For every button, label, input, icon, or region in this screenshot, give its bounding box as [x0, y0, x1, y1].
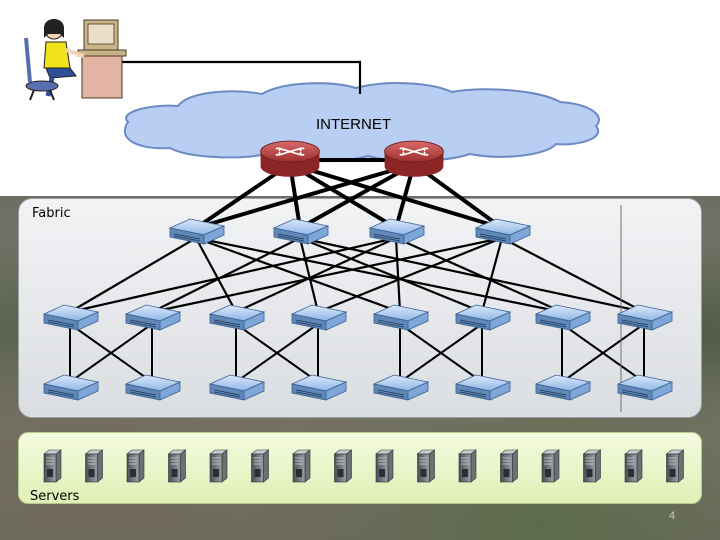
- spine-aggregation-link: [394, 236, 402, 314]
- server-tower-icon: [375, 449, 394, 483]
- servers-label: Servers: [30, 489, 80, 504]
- spine-aggregation-link: [298, 236, 320, 314]
- edge-switch-icon: [125, 374, 181, 401]
- edge-switch-icon: [291, 374, 347, 401]
- router-spine-link: [298, 162, 416, 230]
- spine-aggregation-link: [500, 236, 646, 314]
- router-spine-link: [194, 162, 416, 230]
- aggregation-switch-icon: [455, 304, 511, 331]
- page-number: 4: [669, 510, 676, 522]
- edge-switch-icon: [535, 374, 591, 401]
- server-tower-icon: [126, 449, 145, 483]
- spine-aggregation-link: [68, 236, 398, 314]
- edge-switch-icon: [43, 374, 99, 401]
- server-tower-icon: [541, 449, 560, 483]
- spine-aggregation-link: [298, 236, 646, 314]
- aggregation-switch-icon: [43, 304, 99, 331]
- spine-aggregation-link: [298, 236, 484, 314]
- server-tower-icon: [666, 449, 684, 483]
- internet-label: INTERNET: [316, 116, 391, 133]
- fabric-label: Fabric: [32, 206, 71, 221]
- server-tower-icon: [43, 449, 62, 483]
- spine-aggregation-link: [194, 236, 564, 314]
- server-tower-icon: [209, 449, 228, 483]
- aggregation-switch-icon: [373, 304, 429, 331]
- server-tower-icon: [417, 449, 435, 483]
- edge-switch-icon: [617, 374, 673, 401]
- spine-aggregation-link: [194, 236, 238, 314]
- router-spine-link: [288, 162, 504, 230]
- router-icon: [259, 140, 321, 178]
- aggregation-edge-link: [561, 323, 645, 383]
- server-tower-icon: [292, 449, 311, 483]
- spine-switch-icon: [273, 218, 329, 245]
- server-tower-icon: [458, 449, 477, 483]
- server-tower-icon: [583, 449, 601, 483]
- person-at-computer-icon: [24, 19, 127, 101]
- spine-aggregation-link: [316, 236, 504, 314]
- spine-aggregation-link: [394, 236, 564, 314]
- user-uplink-line: [116, 60, 362, 94]
- aggregation-edge-link: [69, 323, 153, 383]
- aggregation-edge-link: [399, 323, 483, 383]
- spine-aggregation-link: [234, 236, 398, 314]
- server-tower-icon: [624, 449, 643, 483]
- spine-aggregation-link: [194, 236, 402, 314]
- spine-aggregation-link: [480, 236, 504, 314]
- edge-switch-icon: [373, 374, 429, 401]
- aggregation-edge-link: [235, 323, 319, 383]
- network-links: [68, 158, 646, 383]
- aggregation-switch-icon: [291, 304, 347, 331]
- server-tower-icon: [334, 449, 352, 483]
- server-tower-icon: [168, 449, 186, 483]
- server-tower-icon: [85, 449, 103, 483]
- server-tower-icon: [500, 449, 518, 483]
- spine-aggregation-link: [150, 236, 302, 314]
- spine-aggregation-link: [68, 236, 198, 314]
- edge-switch-icon: [455, 374, 511, 401]
- edge-switch-icon: [209, 374, 265, 401]
- server-tower-icon: [251, 449, 269, 483]
- router-icon: [383, 140, 445, 178]
- spine-switch-icon: [369, 218, 425, 245]
- aggregation-switch-icon: [209, 304, 265, 331]
- spine-aggregation-link: [150, 236, 504, 314]
